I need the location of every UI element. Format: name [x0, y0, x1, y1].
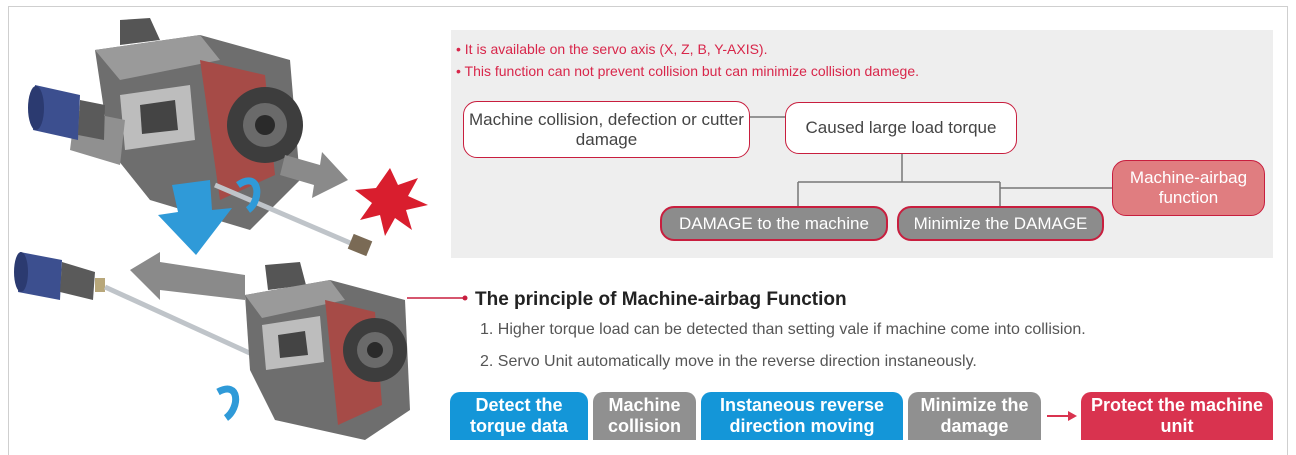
upper-motor [28, 85, 105, 140]
node-machine-airbag: Machine-airbag function [1112, 160, 1265, 216]
node-caused-load-torque: Caused large load torque [785, 102, 1017, 154]
note-servo-axis: • It is available on the servo axis (X, … [456, 41, 768, 57]
rotation-arrow-icon [216, 385, 240, 421]
flow-step-minimize-damage: Minimize the damage [908, 392, 1041, 440]
starburst-collision-icon [355, 168, 428, 236]
lower-turret-unit [245, 262, 410, 440]
upper-ball-screw [214, 182, 356, 248]
principle-step-1: 1. Higher torque load can be detected th… [480, 321, 1086, 338]
flow-arrow-icon [1068, 411, 1077, 421]
node-minimize-damage: Minimize the DAMAGE [897, 206, 1104, 241]
principle-step-2: 2. Servo Unit automatically move in the … [480, 353, 977, 370]
lower-ball-screw [103, 284, 267, 363]
lower-motor [14, 252, 105, 300]
flow-step-detect-torque: Detect the torque data [450, 392, 588, 440]
content-frame [8, 6, 1288, 455]
node-machine-collision: Machine collision, defection or cutter d… [463, 101, 750, 158]
flow-step-machine-collision: Machine collision [593, 392, 696, 440]
machine-illustration [14, 18, 428, 440]
principle-title: The principle of Machine-airbag Function [475, 289, 847, 310]
flow-step-reverse-moving: Instaneous reverse direction moving [701, 392, 903, 440]
node-damage-machine: DAMAGE to the machine [660, 206, 888, 241]
rotation-arrow-icon [236, 177, 261, 213]
reverse-arrow-icon [130, 252, 245, 300]
flow-step-protect-unit: Protect the machine unit [1081, 392, 1273, 440]
down-arrow-icon [158, 180, 232, 255]
note-collision: • This function can not prevent collisio… [456, 63, 919, 79]
forward-arrow-icon [280, 152, 348, 198]
